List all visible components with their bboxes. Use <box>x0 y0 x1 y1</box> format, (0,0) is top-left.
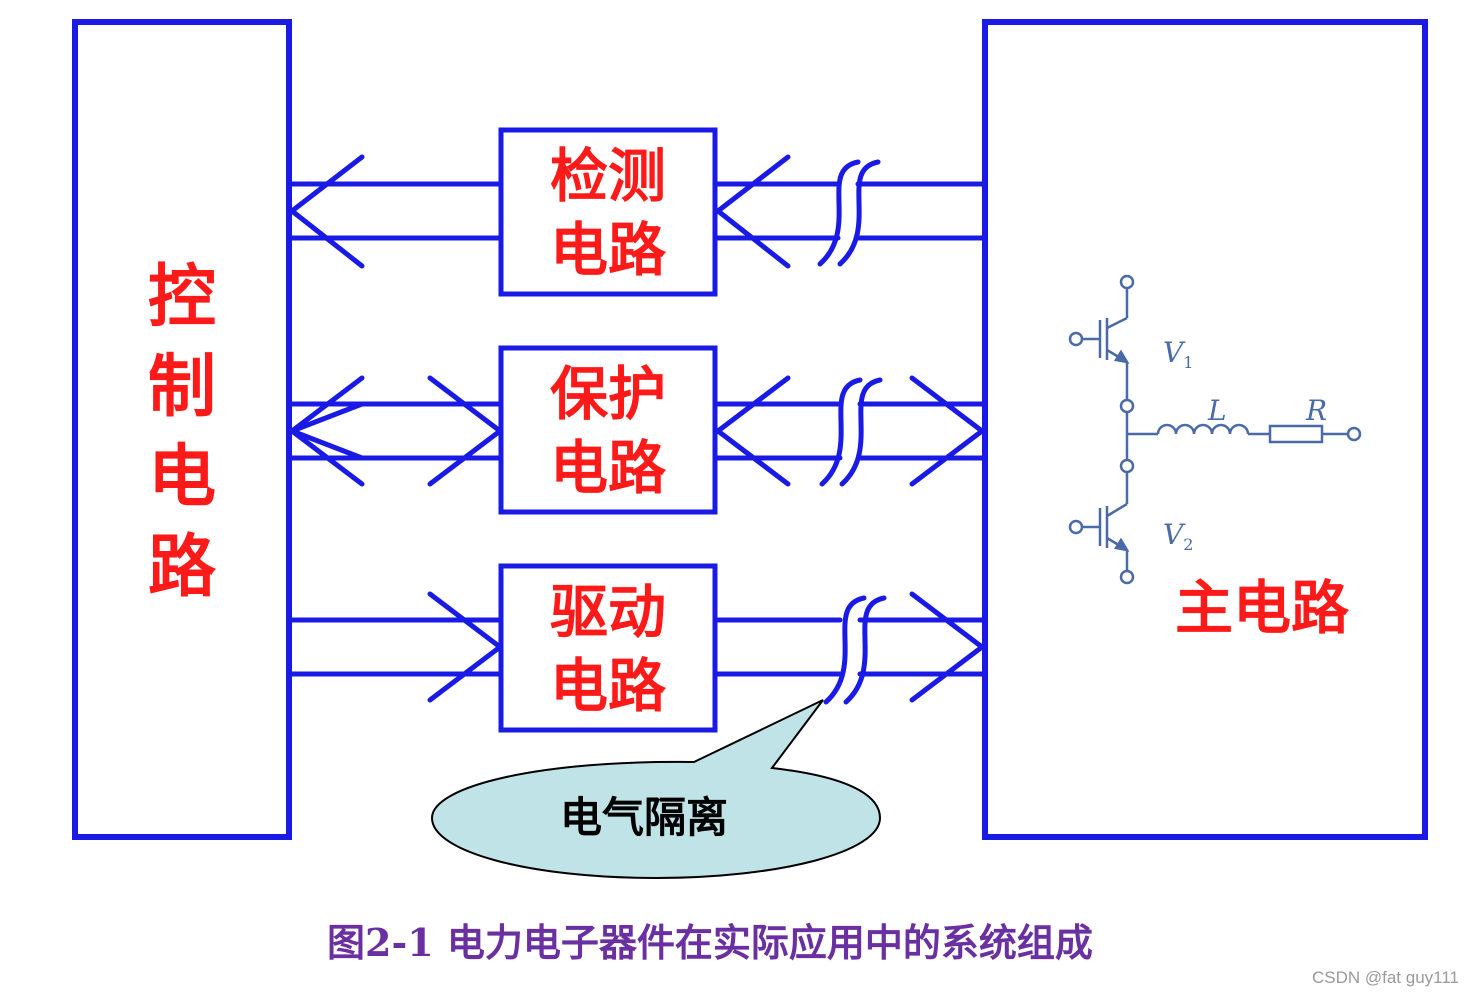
protect-main-bidirectional-arrow <box>715 375 985 487</box>
resistor-label: R <box>1305 394 1327 427</box>
detection-label-line1: 检测 <box>550 142 666 210</box>
figure-caption: 图2-1 电力电子器件在实际应用中的系统组成 <box>327 920 1093 965</box>
control-circuit-block: 控 制 电 路 <box>72 19 292 840</box>
half-bridge-schematic <box>1068 274 1362 585</box>
protection-circuit-block: 保护 电路 <box>498 345 718 515</box>
protection-label-line2: 电路 <box>550 434 667 502</box>
detect-to-control-arrow <box>289 154 503 269</box>
control-to-drive-arrow <box>289 591 503 703</box>
detection-label-line2: 电路 <box>550 216 667 284</box>
inductor-label: L <box>1207 394 1227 427</box>
watermark: CSDN @fat guy111 <box>1311 968 1459 987</box>
v1-label: V1 <box>1163 336 1193 372</box>
igbt-icon <box>1068 502 1130 552</box>
protection-label-line1: 保护 <box>550 360 666 428</box>
drive-circuit-block: 驱动 电路 <box>498 563 718 733</box>
inductor-icon <box>1156 423 1250 435</box>
drive-label-line1: 驱动 <box>550 578 666 646</box>
control-label-char-1: 控 <box>148 258 216 337</box>
drive-to-main-arrow <box>715 591 985 703</box>
control-label-char-3: 电 <box>148 438 216 517</box>
igbt-icon <box>1068 316 1130 364</box>
drive-label-line2: 电路 <box>550 652 667 720</box>
control-label-char-2: 制 <box>148 348 216 427</box>
main-circuit-label: 主电路 <box>1175 574 1350 642</box>
control-protect-bidirectional-arrow <box>289 375 503 487</box>
isolation-callout: 电气隔离 <box>430 699 882 880</box>
isolation-icon <box>819 377 883 487</box>
isolation-callout-text: 电气隔离 <box>560 793 728 842</box>
resistor-icon <box>1268 424 1324 444</box>
isolation-icon <box>817 159 881 267</box>
detection-circuit-block: 检测 电路 <box>498 127 718 297</box>
isolation-icon <box>823 595 887 705</box>
main-to-detect-arrow <box>715 154 985 269</box>
v2-label: V2 <box>1163 518 1193 554</box>
control-label-char-4: 路 <box>148 528 217 607</box>
